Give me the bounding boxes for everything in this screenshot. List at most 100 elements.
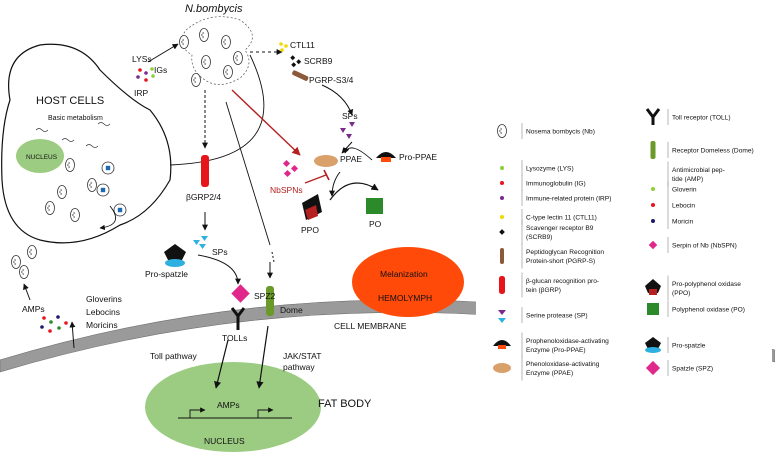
green-dot-icon [651, 187, 655, 191]
sp-blue-icons [193, 236, 208, 249]
spz-icon [645, 360, 661, 376]
legend-label: Prophenoloxidase-activating [526, 338, 609, 345]
legend-label: Moricin [672, 219, 694, 226]
host-cells-label: HOST CELLS [36, 95, 104, 107]
legend-item: β-glucan recognition pro-tein (βGRP) [499, 272, 599, 298]
igs-label: IGs [154, 65, 167, 75]
pro-ppae-icon [493, 340, 511, 349]
legend-label: Pro-polyphenol oxidase [672, 281, 741, 288]
jak-stat-label-2: pathway [283, 362, 315, 372]
legend-item: Immune-related protein (IRP) [500, 190, 611, 206]
legend-label: Immunoglobulin (IG) [526, 181, 586, 188]
bgrp-icon [499, 276, 505, 294]
po-icon [647, 303, 659, 315]
legend-label: Nosema bombycis (Nb) [526, 129, 595, 136]
green-dot-icon [500, 166, 504, 170]
legend-label: Polyphenol oxidase (PO) [672, 307, 745, 314]
hemolymph-label: HEMOLYMPH [378, 293, 432, 303]
lys-ig-irp-cluster [136, 67, 155, 82]
dome-icon [650, 141, 656, 159]
amp-dots [40, 315, 68, 333]
amps-inner-label: AMPs [217, 400, 240, 410]
legend-label: β-glucan recognition pro- [526, 278, 599, 285]
ppo-label: PPO [301, 225, 319, 235]
dome-label: Dome [280, 305, 303, 315]
spz2-label: SPZ2 [254, 291, 276, 301]
fat-body-label: FAT BODY [318, 398, 372, 410]
lebocins-label: Lebocins [86, 307, 120, 317]
legend-item: Spatzle (SPZ) [645, 360, 713, 376]
legend-left: Nosema bombycis (Nb) Lysozyme (LYS) Immuno… [493, 123, 611, 381]
dome-icon [266, 286, 274, 316]
legend-item: Pro-polyphenol oxidase (PPO) [645, 275, 741, 301]
legend-label: Peptidoglycan Recognition [526, 249, 604, 256]
legend-label: (PPO) [672, 290, 690, 297]
legend-label: Protein-short (PGRP-S) [526, 258, 595, 265]
legend-item: Receptor Domeless (Dome) [650, 141, 754, 159]
organism-label: N.bombycis [185, 3, 243, 15]
amps-outer-label: AMPs [22, 304, 45, 314]
fat-body-nucleus-label: NUCLEUS [204, 436, 245, 446]
navy-dot-icon [651, 219, 655, 223]
ctl11-label: CTL11 [290, 40, 315, 50]
gloverins-label: Gloverins [86, 294, 122, 304]
legend-label: Scavenger receptor B9 [526, 225, 594, 232]
pro-spatzle-icon [645, 337, 661, 353]
ppae-label: PPAE [340, 154, 362, 164]
legend-item: Moricin [651, 213, 694, 229]
legend-label: Enzyme (Pro-PPAE) [526, 347, 586, 354]
ppae-icon [493, 363, 511, 373]
legend-item: Scavenger receptor B9 (SCRB9) [499, 219, 594, 245]
sps-top-label: SPs [342, 111, 358, 121]
cell-membrane-label: CELL MEMBRANE [334, 321, 407, 331]
legend-label: Immune-related protein (IRP) [526, 196, 611, 203]
lys-label: LYSs [132, 54, 152, 64]
po-label: PO [369, 219, 382, 229]
pgrp-label: PGRP-S3/4 [309, 75, 354, 85]
jak-stat-label-1: JAK/STAT [283, 351, 321, 361]
bgrp-label: βGRP2/4 [186, 192, 221, 202]
po-icon [366, 198, 383, 214]
sp-icon [498, 310, 506, 323]
toll-icon [645, 108, 661, 125]
red-dot-icon [651, 203, 655, 207]
legend-box [476, 108, 772, 396]
legend-label: (SCRB9) [526, 234, 552, 241]
legend-label: Enzyme (PPAE) [526, 370, 573, 377]
legend-label: tide (AMP) [672, 176, 703, 183]
pro-ppae-label: Pro-PPAE [399, 152, 437, 162]
fat-body-nucleus [145, 362, 321, 452]
legend-label: Gloverin [672, 187, 697, 194]
scrb9-label: SCRB9 [304, 56, 333, 66]
irp-label: IRP [134, 88, 149, 98]
legend-label: Spatzle (SPZ) [672, 366, 713, 373]
legend-item: Polyphenol oxidase (PO) [647, 301, 745, 317]
purple-dot-icon [500, 196, 504, 200]
legend-item: Lebocin [651, 197, 695, 213]
legend-label: Pro-spatzle [672, 343, 706, 350]
toll-pathway-label: Toll pathway [150, 351, 198, 361]
legend-label: Phenoloxidase-activating [526, 361, 600, 368]
toll-receptor [230, 307, 246, 330]
pgrp-icon [500, 248, 504, 264]
sps-mid-label: SPs [212, 247, 228, 257]
bgrp-icon [201, 155, 209, 187]
spore-icon [497, 124, 507, 138]
yellow-dot-icon [500, 215, 504, 219]
ppo-icon [302, 194, 322, 220]
spz2-icon [231, 284, 250, 303]
legend-label: C-type lectin 11 (CTL11) [526, 215, 597, 222]
legend-item: Pro-spatzle [645, 337, 706, 353]
host-nucleus-label: NUCLEUS [26, 154, 58, 161]
legend-label: Antimicrobial pep- [672, 167, 725, 174]
black-diamond-icon [499, 229, 505, 235]
legend-label: Toll receptor (TOLL) [672, 115, 731, 122]
legend-item: Lysozyme (LYS) [500, 160, 574, 176]
legend-label: Lysozyme (LYS) [526, 166, 574, 173]
legend-right: Toll receptor (TOLL) Receptor Domeless (D… [645, 108, 754, 376]
pro-spatzle-label: Pro-spatzle [145, 269, 188, 279]
legend-label: Serine protease (SP) [526, 313, 588, 320]
